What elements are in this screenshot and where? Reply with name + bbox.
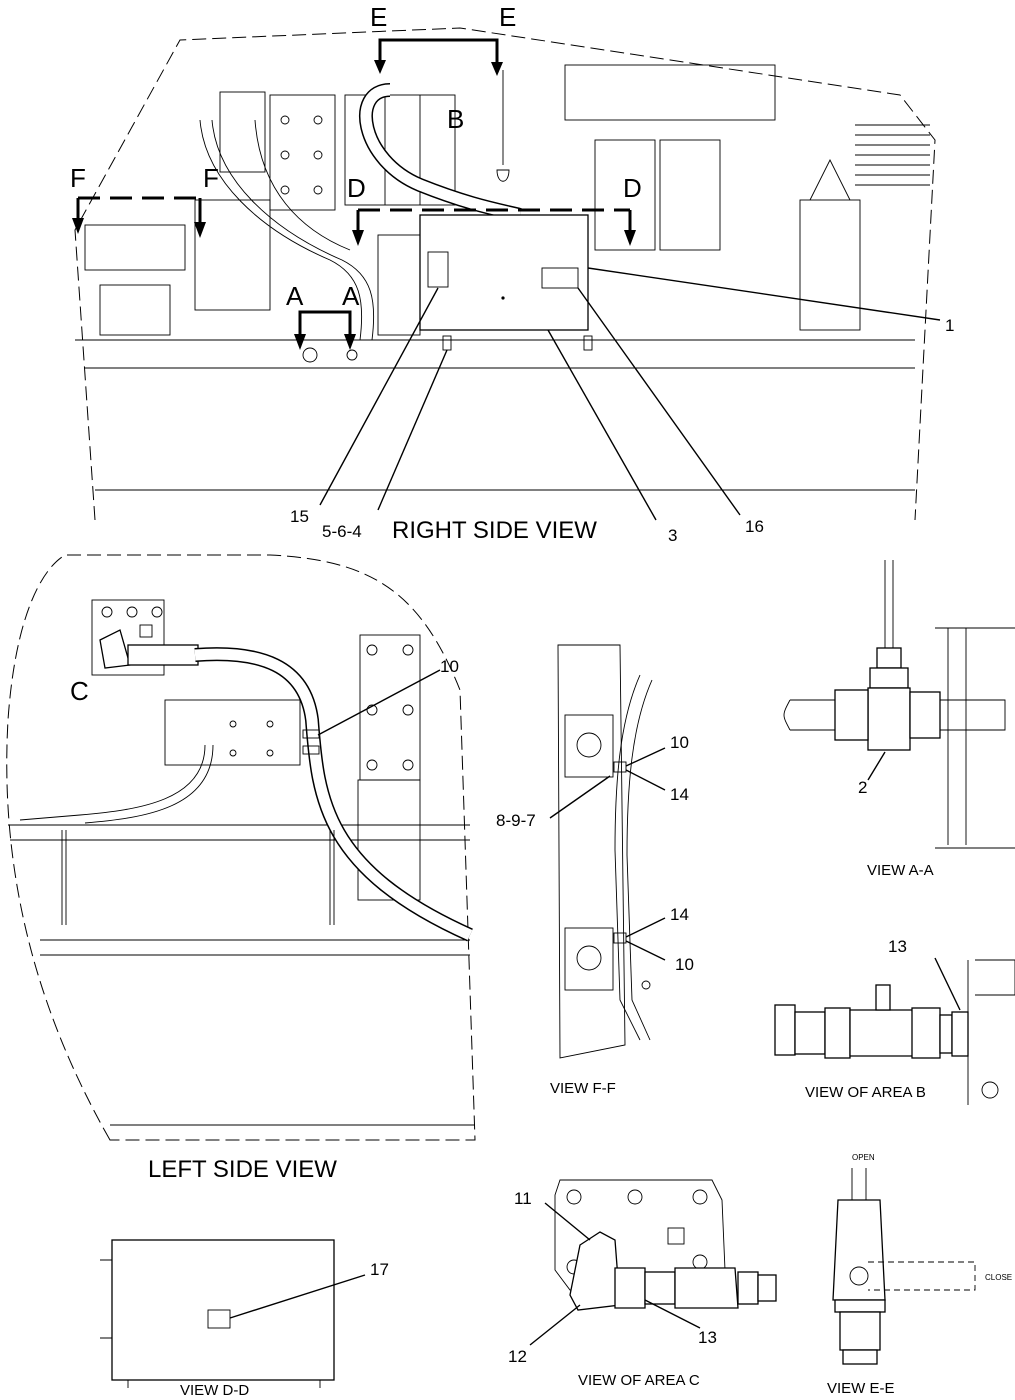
- callout-2: 2: [858, 778, 867, 797]
- view-area-b-drawing: [774, 957, 1015, 1105]
- callout-13-area-b: 13: [888, 937, 907, 956]
- view-area-c-drawing: [529, 1179, 777, 1346]
- callout-14-ff-bottom: 14: [670, 905, 689, 924]
- callout-10-ff-bottom: 10: [675, 955, 694, 974]
- area-letter-c: C: [70, 676, 89, 706]
- bolt-pattern: [280, 115, 323, 195]
- view-f-f-drawing: [549, 644, 666, 1059]
- view-e-e-title: VIEW E-E: [827, 1380, 895, 1397]
- section-letter-d-left: D: [347, 173, 366, 203]
- view-d-d-title: VIEW D-D: [180, 1382, 249, 1399]
- callout-3: 3: [668, 526, 677, 545]
- callout-10-left-view: 10: [440, 657, 459, 676]
- view-d-d-drawing: [100, 1239, 366, 1388]
- area-letter-b: B: [447, 104, 464, 134]
- section-letter-a-left: A: [286, 281, 304, 311]
- section-letter-e-right: E: [499, 2, 516, 32]
- cooler-fins: [855, 124, 930, 186]
- callout-11: 11: [514, 1189, 532, 1208]
- left-side-view-title: LEFT SIDE VIEW: [148, 1156, 337, 1183]
- section-letter-e-left: E: [370, 2, 387, 32]
- view-area-c-title: VIEW OF AREA C: [578, 1372, 700, 1389]
- view-e-e-drawing: [832, 1168, 976, 1365]
- left-side-view: [6, 554, 476, 1141]
- callout-1: 1: [945, 316, 954, 335]
- callout-14-ff-top: 14: [670, 785, 689, 804]
- callout-17: 17: [370, 1260, 389, 1279]
- view-a-a-drawing: [783, 560, 1015, 849]
- callout-12: 12: [508, 1347, 527, 1366]
- section-cut-f-f: [72, 196, 206, 238]
- callout-13-area-c: 13: [698, 1328, 717, 1347]
- callout-15: 15: [290, 507, 309, 526]
- section-cut-a-a: [294, 310, 356, 350]
- callout-16: 16: [745, 517, 764, 536]
- section-cut-e-e: [374, 38, 503, 76]
- section-letter-d-right: D: [623, 173, 642, 203]
- section-letter-f-left: F: [70, 163, 86, 193]
- valve-close-label: CLOSE: [985, 1273, 1012, 1282]
- section-letter-f-right: F: [203, 163, 219, 193]
- right-side-view-title: RIGHT SIDE VIEW: [392, 517, 597, 544]
- right-side-view: [72, 27, 941, 521]
- view-a-a-title: VIEW A-A: [867, 862, 934, 879]
- view-f-f-title: VIEW F-F: [550, 1080, 616, 1097]
- section-letter-a-right: A: [342, 281, 360, 311]
- tank-box: [419, 214, 589, 331]
- callout-10-ff-top: 10: [670, 733, 689, 752]
- valve-open-label: OPEN: [852, 1153, 875, 1162]
- callout-8-9-7: 8-9-7: [496, 811, 536, 830]
- callout-5-6-4: 5-6-4: [322, 522, 362, 541]
- view-area-b-title: VIEW OF AREA B: [805, 1084, 926, 1101]
- section-cut-d-d: [352, 208, 636, 246]
